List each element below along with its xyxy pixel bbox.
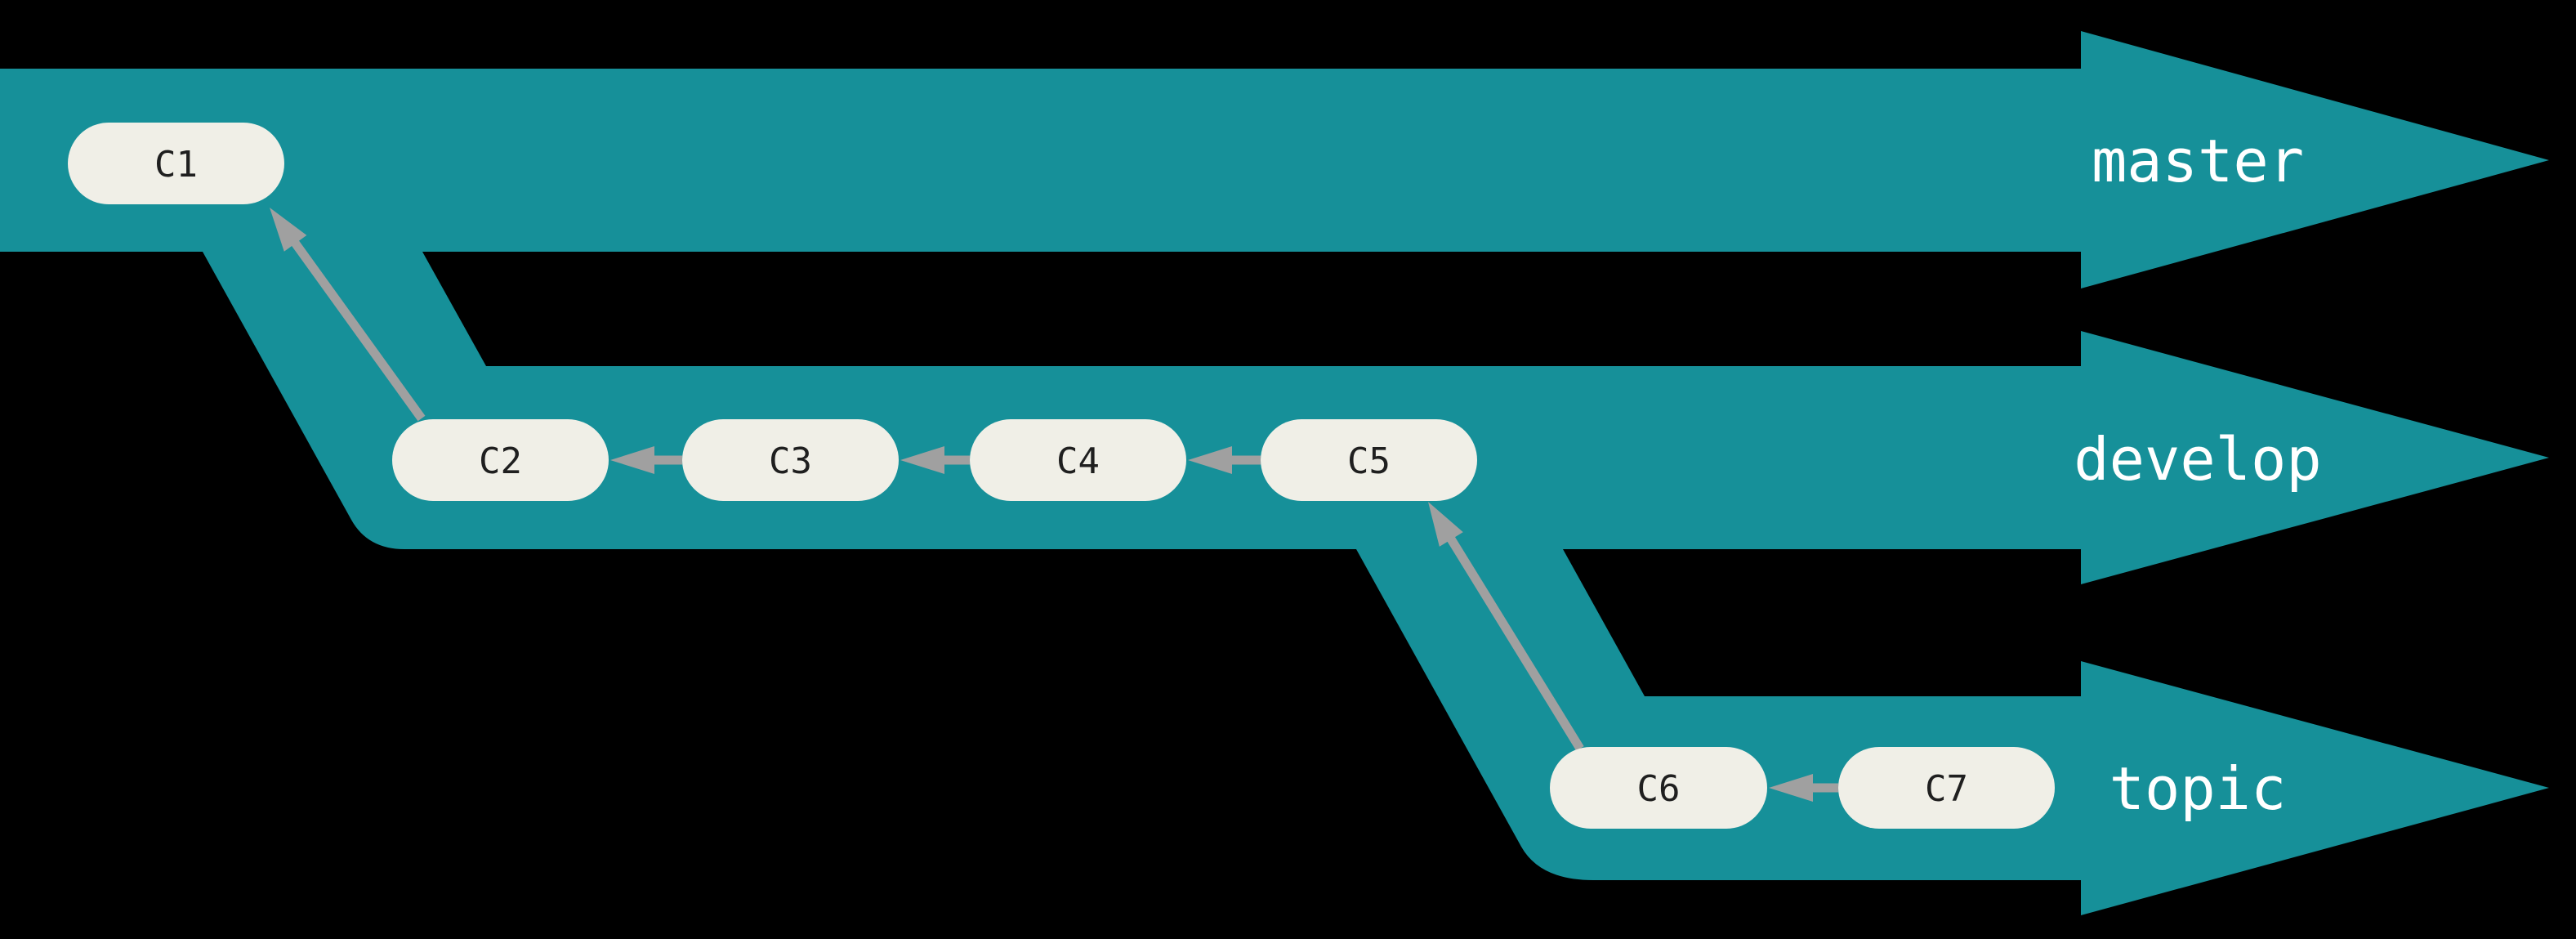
- commit-label: C2: [479, 440, 522, 482]
- arrowhead-icon: [900, 446, 944, 474]
- arrow-shaft: [289, 238, 426, 422]
- commit-node-C5: C5: [1261, 419, 1477, 501]
- commit-pill: [682, 419, 899, 501]
- branch-band-develop: [203, 252, 2549, 584]
- branch-labels-layer: master develop topic: [2074, 127, 2321, 823]
- commit-edges-layer: [270, 208, 1838, 802]
- arrow-shaft: [1445, 534, 1584, 751]
- arrowhead-icon: [1769, 774, 1813, 802]
- commit-node-C2: C2: [392, 419, 609, 501]
- commit-node-C1: C1: [68, 123, 284, 204]
- commit-label: C1: [154, 144, 198, 186]
- commit-label: C4: [1056, 440, 1100, 482]
- commit-label: C5: [1347, 440, 1391, 482]
- commit-node-C3: C3: [682, 419, 899, 501]
- commit-arrow-C2-to-C1: [270, 208, 426, 422]
- commit-pill: [68, 123, 284, 204]
- commit-arrow-C5-to-C4: [1188, 446, 1261, 474]
- branch-label-topic: topic: [2109, 754, 2287, 823]
- commit-node-C7: C7: [1838, 747, 2055, 829]
- commit-pill: [392, 419, 609, 501]
- commit-arrow-C3-to-C2: [610, 446, 682, 474]
- commit-node-C4: C4: [970, 419, 1186, 501]
- commit-label: C6: [1637, 768, 1681, 810]
- commit-arrow-C6-to-C5: [1428, 502, 1584, 751]
- commit-pill: [970, 419, 1186, 501]
- arrowhead-icon: [1428, 502, 1463, 547]
- arrowhead-icon: [610, 446, 654, 474]
- branch-label-develop: develop: [2074, 425, 2321, 494]
- arrowhead-icon: [1188, 446, 1232, 474]
- branch-label-master: master: [2092, 127, 2304, 195]
- commit-arrow-C7-to-C6: [1769, 774, 1838, 802]
- branch-band-master: [0, 31, 2549, 288]
- commit-pill: [1550, 747, 1767, 829]
- commit-pill: [1261, 419, 1477, 501]
- commit-pill: [1838, 747, 2055, 829]
- arrowhead-icon: [270, 208, 307, 252]
- commit-arrow-C4-to-C3: [900, 446, 970, 474]
- commit-label: C7: [1925, 768, 1968, 810]
- commit-node-C6: C6: [1550, 747, 1767, 829]
- commit-label: C3: [769, 440, 812, 482]
